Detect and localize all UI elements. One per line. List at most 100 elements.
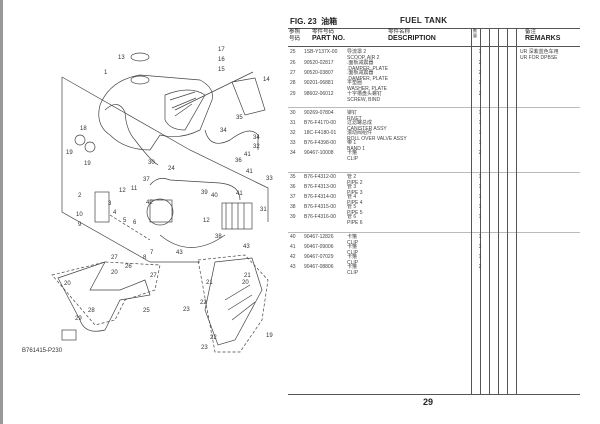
header-qty: 数量 bbox=[473, 28, 477, 38]
callout-number: 5 bbox=[123, 218, 127, 224]
description-cn: 卡箍 bbox=[347, 254, 358, 260]
callout-number: 17 bbox=[218, 47, 225, 53]
description-cn: 管 3 bbox=[347, 184, 357, 190]
callout-number: 9 bbox=[78, 222, 82, 228]
callout-number: 27 bbox=[150, 273, 157, 279]
quantity: 2 bbox=[478, 80, 482, 86]
callout-number: 10 bbox=[76, 212, 83, 218]
ref-number: 38 bbox=[290, 204, 296, 210]
callout-number: 43 bbox=[176, 250, 183, 256]
header-text: 零件号码 bbox=[312, 29, 335, 35]
callout-number: 36 bbox=[235, 158, 242, 164]
description-en: SCREW, BIND bbox=[347, 96, 381, 103]
description-cn: 铆钉 bbox=[347, 110, 358, 116]
part-number: 90467-08806 bbox=[304, 264, 334, 270]
part-number: 90467-07029 bbox=[304, 254, 334, 260]
callout-number: 6 bbox=[133, 220, 137, 226]
column-rule bbox=[480, 28, 481, 394]
column-rule bbox=[516, 28, 517, 394]
drawing-code: B761415-P230 bbox=[22, 348, 63, 354]
ref-number: 33 bbox=[290, 140, 296, 146]
description-en: .DAMPER, PLATE bbox=[347, 75, 389, 82]
description-cn: 卡箍 bbox=[347, 234, 358, 240]
callout-number: 21 bbox=[206, 280, 213, 286]
quantity: 1 bbox=[478, 140, 482, 146]
callout-number: 29 bbox=[75, 316, 82, 322]
description-en: BAND 1 bbox=[347, 145, 366, 152]
ref-number: 41 bbox=[290, 244, 296, 250]
ref-number: 39 bbox=[290, 214, 296, 220]
header-text: PART NO. bbox=[312, 34, 345, 42]
callout-number: 41 bbox=[244, 152, 251, 158]
ref-number: 29 bbox=[290, 91, 296, 97]
callout-number: 33 bbox=[266, 176, 273, 182]
quantity: 1 bbox=[478, 49, 482, 55]
table-top-rule bbox=[288, 28, 580, 29]
callout-number: 26 bbox=[125, 264, 132, 270]
description-en: ROLL OVER VALVE ASSY bbox=[347, 135, 407, 142]
header-text: 备注 bbox=[525, 29, 537, 35]
ref-number: 25 bbox=[290, 49, 296, 55]
callout-number: 22 bbox=[200, 300, 207, 306]
page-edge bbox=[0, 0, 3, 424]
quantity: 2 bbox=[478, 70, 482, 76]
callout-number: 27 bbox=[111, 255, 118, 261]
remark-text: UR FOR DPBSE bbox=[520, 54, 558, 61]
ref-number: 31 bbox=[290, 120, 296, 126]
part-number: 90269-07804 bbox=[304, 110, 334, 116]
ref-number: 36 bbox=[290, 184, 296, 190]
description-cn: 卡箍 bbox=[347, 244, 358, 250]
description-en: CLIP bbox=[347, 259, 359, 266]
description-cn: 十字槽盘头螺钉 bbox=[347, 91, 383, 97]
callout-number: 16 bbox=[218, 57, 225, 63]
figure-title: FUEL TANK bbox=[400, 16, 448, 25]
callout-number: 39 bbox=[201, 190, 208, 196]
quantity: 1 bbox=[478, 204, 482, 210]
description: .面板减震器.DAMPER, PLATE bbox=[347, 60, 388, 73]
quantity: 2 bbox=[478, 264, 482, 270]
description-cn: 卡箍 bbox=[347, 264, 358, 270]
callout-number: 14 bbox=[263, 77, 270, 83]
callout-number: 20 bbox=[242, 280, 249, 286]
quantity: 1 bbox=[478, 184, 482, 190]
callout-number: 23 bbox=[183, 307, 190, 313]
description-en: WASHER, PLATE bbox=[347, 85, 388, 92]
callout-number: 20 bbox=[111, 270, 118, 276]
callout-number: 43 bbox=[243, 244, 250, 250]
header-ref-no: 参照号码 bbox=[289, 29, 300, 42]
header-text: 参照 bbox=[289, 29, 301, 35]
description-cn: 管 6 bbox=[347, 214, 357, 220]
header-text: 号码 bbox=[289, 35, 301, 42]
part-number: 90467-09006 bbox=[304, 244, 334, 250]
callout-number: 38 bbox=[215, 234, 222, 240]
callout-number: 34 bbox=[253, 135, 260, 141]
description-cn: .面板减震器 bbox=[347, 60, 374, 66]
callout-number: 19 bbox=[66, 150, 73, 156]
callout-number: 41 bbox=[246, 169, 253, 175]
callout-number: 15 bbox=[218, 67, 225, 73]
part-number: B76-F4316-00 bbox=[304, 214, 336, 220]
quantity: 1 bbox=[478, 110, 482, 116]
column-rule bbox=[471, 28, 472, 394]
part-number: B76-F4398-00 bbox=[304, 140, 336, 146]
callout-number: 3 bbox=[108, 201, 112, 207]
